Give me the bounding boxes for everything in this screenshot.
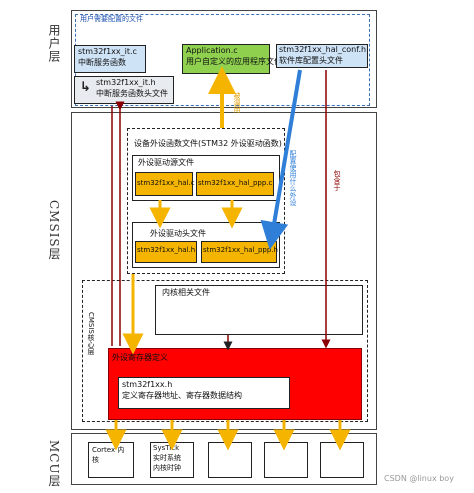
src-file-hal-c <box>135 172 193 196</box>
register-file-desc: 定义寄存器地址、寄存器数据结构 <box>122 391 242 400</box>
it-c-desc: 中断服务函数 <box>78 58 126 67</box>
hdr-file-hal-ppp-h <box>201 241 277 263</box>
periph-driver-title: 设备外设函数文件(STM32 外设驱动函数) <box>134 139 282 148</box>
src-file-hal-ppp-c-label: stm32f1xx_hal_ppp.c <box>198 179 273 187</box>
core-files-box <box>155 285 363 335</box>
app-c-filename: Application.c <box>186 46 238 55</box>
user-config-files-title: 用户需要配置的文件 <box>80 15 143 23</box>
hal-conf-desc: 软件库配置头文件 <box>279 56 343 65</box>
it-h-file-box <box>74 76 174 104</box>
register-file-box <box>118 377 290 409</box>
mcu-cortex-line2: 核 <box>92 456 99 464</box>
src-file-hal-c-label: stm32f1xx_hal.c <box>137 179 195 187</box>
mcu-systick-line3: 内核时钟 <box>153 464 181 472</box>
core-files-title: 内核相关文件 <box>162 288 210 297</box>
it-c-file-box <box>74 45 146 73</box>
cmsis-layer-label: CMSIS层 <box>47 200 61 261</box>
config-arrow <box>260 69 302 250</box>
return-arrow-icon: ↳ <box>80 80 91 95</box>
register-filename: stm32f1xx.h <box>122 380 173 389</box>
periph-src-title: 外设驱动源文件 <box>138 158 194 167</box>
it-h-filename: stm32f1xx_it.h <box>96 78 156 87</box>
mcu-systick-line2: 实时系统 <box>153 454 181 462</box>
app-c-file-box <box>182 44 270 74</box>
mcu-layer-label: MCU层 <box>47 440 61 488</box>
it-h-desc: 中断服务函数头文件 <box>96 89 168 98</box>
it-c-filename: stm32f1xx_it.c <box>78 47 137 56</box>
hal-conf-file-box <box>276 44 368 68</box>
user-layer-label: 用户层 <box>47 24 61 63</box>
csdn-watermark: CSDN @linux boy <box>384 474 454 483</box>
periph-register-def-title: 外设寄存器定义 <box>112 353 168 362</box>
hdr-file-hal-h <box>135 241 197 263</box>
src-file-hal-ppp-c <box>196 172 274 196</box>
hal-conf-filename: stm32f1xx_hal_conf.h <box>279 45 367 54</box>
hdr-file-hal-h-label: stm32f1xx_hal.h <box>137 246 196 254</box>
config-arrow-label: 配置使用什么外设 <box>289 150 297 206</box>
app-c-desc: 用户自定义的应用程序文件 <box>186 57 282 66</box>
hdr-file-hal-ppp-h-label: stm32f1xx_hal_ppp.h <box>203 246 278 254</box>
cmsis-core-label: CMSIS核心层 <box>87 312 95 355</box>
include-arrow-label: 包含于 <box>333 170 341 191</box>
periph-hdr-title: 外设驱动头文件 <box>150 229 206 238</box>
called-arrow-label: 被调用 <box>233 92 241 113</box>
